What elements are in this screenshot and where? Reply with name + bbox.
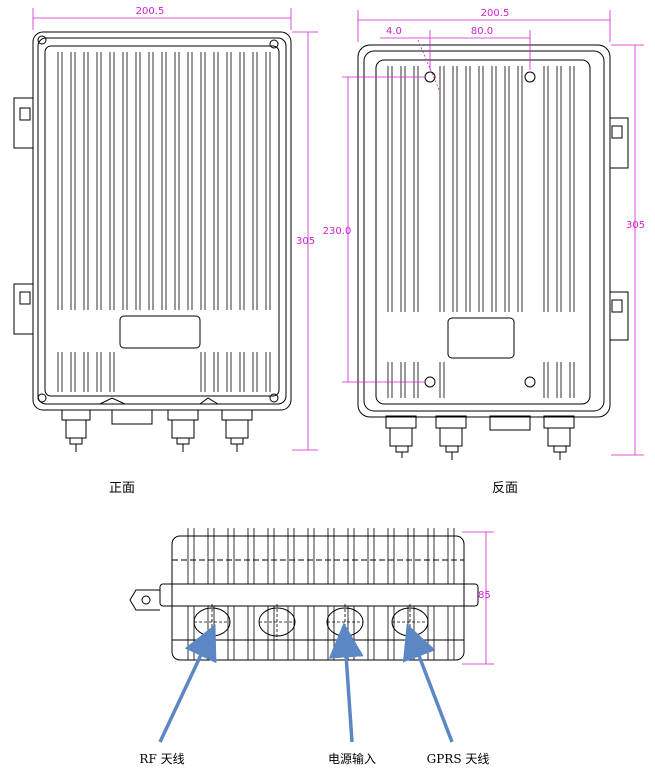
front-left-tab-slot-top [19, 107, 31, 121]
back-hole-spacing-label: 80.0 [471, 26, 493, 37]
front-fins [57, 52, 271, 392]
bottom-mounting-bar [159, 583, 479, 607]
power-arrow [328, 622, 364, 743]
bottom-depth-label: 85 [478, 590, 491, 601]
back-fins [387, 66, 575, 398]
gprs-arrow [402, 623, 454, 743]
back-dimensions [342, 10, 644, 456]
back-connectors [385, 415, 575, 460]
front-height-label: 305 [296, 236, 315, 247]
back-fin-panel [375, 59, 591, 405]
back-right-tab-slot-top [611, 125, 623, 139]
front-left-tab-slot-bottom [19, 291, 31, 305]
front-screw-tl [37, 35, 47, 45]
bottom-bracket [129, 589, 160, 611]
back-hole-tr [524, 71, 536, 83]
back-height-label: 305 [626, 220, 645, 231]
bottom-view [129, 535, 479, 661]
front-label-plate [119, 315, 201, 349]
front-dimensions [32, 8, 318, 451]
gprs-antenna-callout: GPRS 天线 [427, 752, 490, 766]
callout-arrows [158, 622, 454, 743]
power-input-callout: 电源输入 [328, 751, 376, 766]
bottom-dimensions [462, 531, 494, 665]
back-housing-outline [357, 44, 611, 418]
back-view-caption: 反面 [492, 481, 518, 496]
back-width-label: 200.5 [481, 8, 510, 19]
front-fin-panel [44, 45, 280, 397]
front-housing-inner [37, 37, 287, 405]
bottom-housing-outline [171, 535, 465, 661]
front-width-label: 200.5 [136, 6, 165, 17]
back-right-tab-bottom [610, 291, 629, 341]
rf-antenna-callout: RF 天线 [139, 752, 184, 766]
back-hole-bl [424, 376, 436, 388]
back-hole-offset-label: 4.0 [386, 26, 402, 37]
rf-arrow [158, 624, 217, 743]
front-screw-bl [37, 393, 47, 403]
back-hole-br [524, 376, 536, 388]
bottom-bracket-hole [141, 595, 151, 605]
front-screw-br [269, 393, 279, 403]
back-view [357, 44, 629, 460]
front-left-tab-bottom [13, 283, 33, 335]
front-view-caption: 正面 [109, 481, 135, 496]
back-housing-inner [363, 50, 605, 412]
back-right-tab-slot-bottom [611, 299, 623, 313]
back-hole-vertical-label: 230.0 [323, 226, 352, 237]
front-view [13, 31, 292, 452]
front-housing-outline [32, 31, 292, 411]
back-label-plate [447, 317, 515, 359]
front-connectors [61, 397, 253, 452]
front-screw-tr [269, 39, 279, 49]
front-left-tab-top [13, 97, 33, 149]
back-right-tab-top [610, 117, 629, 169]
